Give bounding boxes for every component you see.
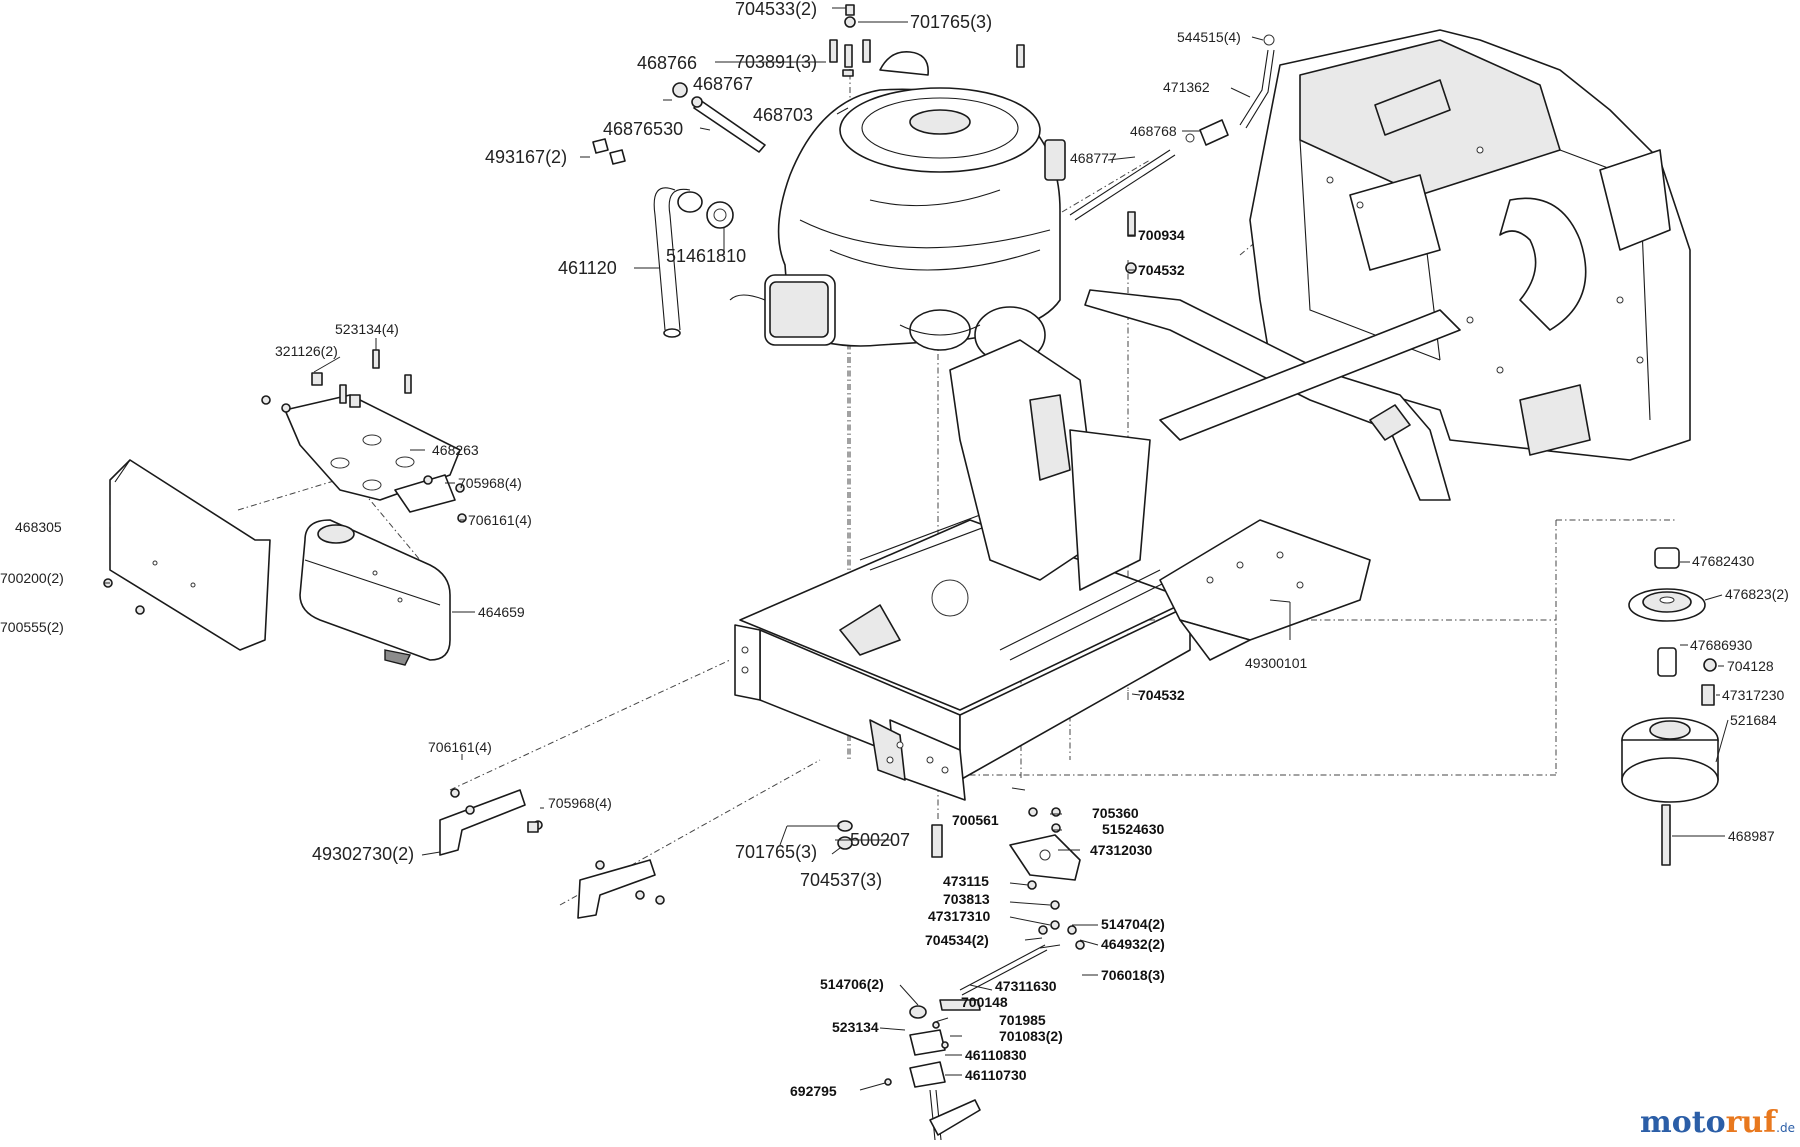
label-473115: 473115 — [943, 873, 989, 889]
label-46110830: 46110830 — [965, 1047, 1027, 1063]
watermark-logo: motoruf.de — [1640, 1105, 1795, 1140]
label-46876530: 46876530 — [603, 119, 683, 139]
label-464932: 464932(2) — [1101, 936, 1165, 952]
fuel-tank — [299, 519, 451, 666]
oil-drain-hose — [592, 82, 766, 338]
label-703813: 703813 — [943, 891, 990, 907]
label-514706: 514706(2) — [820, 976, 884, 992]
label-47311630: 47311630 — [995, 978, 1057, 994]
label-47317310: 47317310 — [928, 908, 991, 924]
label-701985: 701985 — [999, 1012, 1046, 1028]
watermark-suffix: .de — [1776, 1121, 1795, 1135]
label-47686930: 47686930 — [1690, 637, 1753, 653]
label-706161-bot: 706161(4) — [428, 739, 492, 755]
label-468305: 468305 — [15, 519, 62, 535]
label-701765-top: 701765(3) — [910, 12, 992, 32]
watermark-part1: moto — [1640, 1105, 1726, 1140]
label-704534: 704534(2) — [925, 932, 989, 948]
fuel-line — [1069, 34, 1275, 221]
label-51461810: 51461810 — [666, 246, 746, 266]
label-468767: 468767 — [693, 74, 753, 94]
label-704533: 704533(2) — [735, 0, 817, 19]
label-468263: 468263 — [432, 442, 479, 458]
label-471362: 471362 — [1163, 79, 1210, 95]
pulley-stack — [1621, 547, 1719, 866]
label-705968-bot: 705968(4) — [548, 795, 612, 811]
label-521684: 521684 — [1730, 712, 1777, 728]
label-461120: 461120 — [558, 258, 617, 278]
engine-bolts — [829, 4, 1137, 274]
svg-text:motoruf.de: motoruf.de — [1640, 1105, 1795, 1140]
linkage-parts — [837, 807, 1085, 1141]
label-46110730: 46110730 — [965, 1067, 1027, 1083]
leader-lines — [104, 7, 1729, 1091]
label-704532-bot: 704532 — [1138, 687, 1185, 703]
label-468766: 468766 — [637, 53, 697, 73]
label-493167: 493167(2) — [485, 147, 567, 167]
label-700148: 700148 — [961, 994, 1008, 1010]
label-703891: 703891(3) — [735, 52, 817, 72]
label-47317230: 47317230 — [1722, 687, 1785, 703]
hood-panel — [103, 459, 271, 651]
label-704537: 704537(3) — [800, 870, 882, 890]
label-468987: 468987 — [1728, 828, 1775, 844]
part-labels: 704533(2) 701765(3) 544515(4) 468766 703… — [0, 0, 1789, 1099]
label-468768: 468768 — [1130, 123, 1177, 139]
label-692795: 692795 — [790, 1083, 837, 1099]
label-523134: 523134 — [832, 1019, 879, 1035]
label-706018: 706018(3) — [1101, 967, 1165, 983]
label-700934: 700934 — [1138, 227, 1185, 243]
label-49302730: 49302730(2) — [312, 844, 414, 864]
label-51524630: 51524630 — [1102, 821, 1165, 837]
label-47682430: 47682430 — [1692, 553, 1755, 569]
label-49300101: 49300101 — [1245, 655, 1308, 671]
label-704532-top: 704532 — [1138, 262, 1185, 278]
label-468777: 468777 — [1070, 150, 1117, 166]
label-701765-bot: 701765(3) — [735, 842, 817, 862]
label-321126: 321126(2) — [275, 343, 338, 359]
label-47312030: 47312030 — [1090, 842, 1153, 858]
engine — [729, 51, 1066, 364]
label-468703: 468703 — [753, 105, 813, 125]
label-544515: 544515(4) — [1177, 29, 1241, 45]
mounting-bracket — [261, 349, 467, 523]
main-frame — [734, 289, 1461, 801]
lower-brackets — [439, 788, 665, 919]
label-464659: 464659 — [478, 604, 525, 620]
label-476823: 476823(2) — [1725, 586, 1789, 602]
label-705360: 705360 — [1092, 805, 1139, 821]
label-700555: 700555(2) — [0, 619, 64, 635]
label-700561: 700561 — [952, 812, 999, 828]
label-705968-top: 705968(4) — [458, 475, 522, 491]
label-701083: 701083(2) — [999, 1028, 1063, 1044]
label-700200: 700200(2) — [0, 570, 64, 586]
label-706161-top: 706161(4) — [468, 512, 532, 528]
watermark-part2: ruf — [1726, 1105, 1779, 1140]
label-514704: 514704(2) — [1101, 916, 1165, 932]
label-704128: 704128 — [1727, 658, 1774, 674]
label-500207: 500207 — [850, 830, 910, 850]
label-523134-4: 523134(4) — [335, 321, 399, 337]
